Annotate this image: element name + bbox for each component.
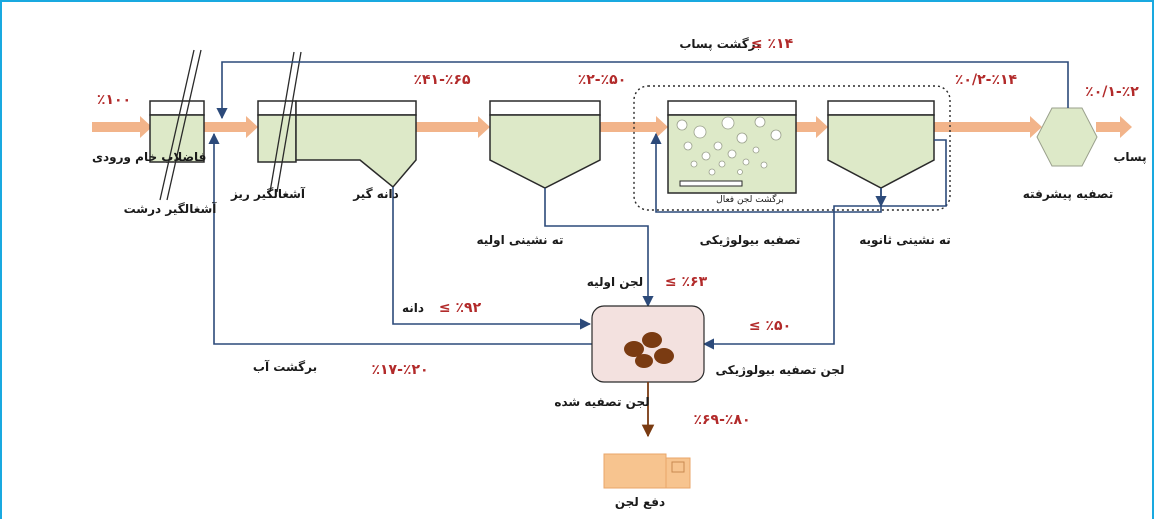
flow-arrow-bio-to-secondary — [796, 116, 828, 138]
label-treated-sludge: لجن تصفیه شده — [554, 395, 649, 409]
primary-clarifier-tank — [489, 100, 601, 189]
disposal-truck-icon — [603, 453, 691, 489]
biological-treatment-boundary — [633, 85, 951, 211]
label-secondary-clarifier: ته نشینی ثانویه — [859, 233, 951, 248]
label-effluent-return: برگشت پساب — [679, 37, 760, 51]
flow-arrow-grit-to-primary — [416, 116, 490, 138]
label-primary-sludge: لجن اولیه — [587, 275, 643, 290]
fine-screen — [257, 51, 302, 193]
primary-sludge-line — [544, 188, 654, 308]
air-bubbles — [676, 116, 782, 176]
label-advanced-treatment: تصفیه پیشرفته — [1023, 187, 1113, 201]
coarse-screen — [149, 49, 205, 201]
label-biological-sludge: لجن تصفیه بیولوژیکی — [716, 363, 845, 378]
air-diffuser — [679, 180, 743, 187]
percent-inflow: ٪۱۰۰ — [97, 92, 131, 108]
label-effluent: پساب — [1113, 150, 1146, 164]
label-grit-chamber: دانه گیر — [352, 187, 399, 201]
flow-arrow-inflow — [92, 116, 152, 138]
biological-sludge-line — [702, 139, 947, 350]
label-water-return: برگشت آب — [253, 359, 317, 374]
water-return-line — [208, 132, 592, 345]
flow-arrow-secondary-to-advanced — [934, 116, 1042, 138]
label-fine-screen: آشغالگیر ریز — [230, 186, 306, 201]
label-coarse-screen: آشغالگیر درشت — [124, 201, 218, 216]
label-grit: دانه — [402, 301, 424, 315]
label-sludge-disposal: دفع لجن — [615, 495, 665, 509]
label-primary-clarifier: ته نشینی اولیه — [476, 233, 563, 248]
flow-arrow-screen-to-fine — [204, 116, 258, 138]
grit-line — [392, 187, 592, 330]
advanced-treatment-unit — [1036, 107, 1098, 167]
percent-primary-sludge: ≤ ٪۶۳ — [665, 274, 708, 290]
effluent-return-line — [216, 61, 1069, 120]
sludge-pellets — [624, 332, 674, 368]
grit-chamber — [295, 100, 417, 189]
percent-after-secondary: ٪۰/۲-٪۱۴ — [955, 72, 1018, 88]
percent-disposal: ٪۶۹-٪۸۰ — [693, 412, 750, 428]
percent-grit: ≤ ٪۹۲ — [439, 300, 482, 316]
label-raw-inflow: فاضلاب خام ورودی — [92, 150, 206, 165]
percent-after-primary: ٪۲-٪۵۰ — [578, 72, 627, 88]
percent-water-return: ٪۱۷-٪۲۰ — [371, 362, 428, 378]
percent-after-grit: ٪۴۱-٪۶۵ — [413, 72, 471, 88]
percent-effluent-return: ≤ ٪۱۴ — [751, 36, 794, 52]
secondary-clarifier-tank — [827, 100, 935, 189]
label-activated-sludge-return: برگشت لجن فعال — [716, 193, 784, 205]
percent-biological-sludge: ≤ ٪۵۰ — [749, 318, 791, 334]
percent-final-effluent: ٪۰/۱-٪۲ — [1085, 84, 1139, 100]
aeration-tank — [667, 100, 797, 194]
flow-arrow-effluent — [1096, 116, 1132, 138]
main-flow — [92, 116, 1132, 138]
label-biological-treatment: تصفیه بیولوژیکی — [700, 233, 801, 248]
